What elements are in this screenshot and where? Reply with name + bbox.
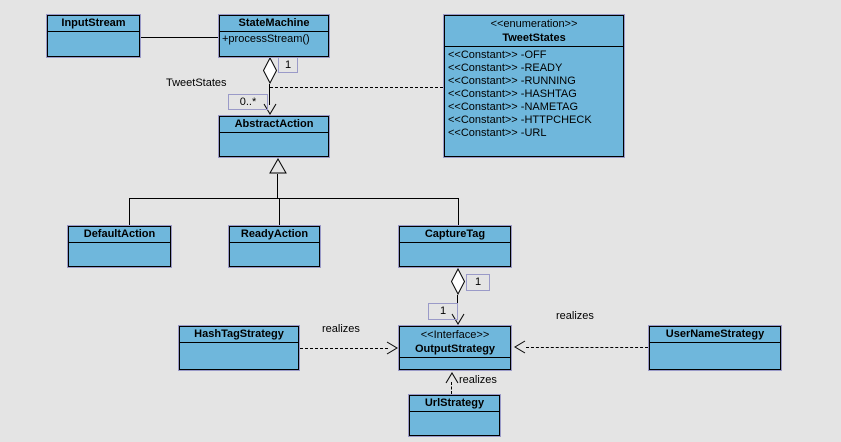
generalization-stem (277, 174, 278, 198)
generalization-branch-capturetag (458, 198, 459, 225)
class-name: OutputStrategy (414, 343, 496, 355)
enum-constant: <<Constant>> -OFF (448, 49, 547, 61)
class-name: UrlStrategy (410, 396, 499, 412)
association-role-label: TweetStates (166, 77, 227, 89)
attributes-compartment (410, 412, 499, 435)
class-name: TweetStates (502, 32, 566, 44)
aggregation-line-statemachine-abstractaction (269, 84, 270, 105)
open-arrowhead-up-icon (445, 372, 459, 384)
open-arrowhead-left-icon (514, 340, 526, 354)
attributes-compartment (69, 243, 170, 266)
enum-constant: <<Constant>> -HTTPCHECK (448, 114, 592, 126)
class-name: StateMachine (220, 16, 328, 32)
enum-constant: <<Constant>> -URL (448, 127, 547, 139)
class-name: DefaultAction (69, 227, 170, 243)
realizes-label: realizes (556, 310, 594, 322)
attributes-compartment (180, 343, 298, 369)
class-header: <<Interface>> OutputStrategy (400, 327, 510, 358)
attributes-compartment (220, 133, 328, 156)
class-name: UserNameStrategy (650, 327, 780, 343)
class-name: HashTagStrategy (180, 327, 298, 343)
multiplicity-label: 1 (278, 57, 298, 73)
attributes-compartment (48, 32, 139, 56)
realization-hashtag-outputstrategy (300, 348, 388, 349)
class-capturetag[interactable]: CaptureTag (398, 225, 512, 268)
class-inputstream[interactable]: InputStream (46, 14, 141, 58)
class-tweetstates-enumeration[interactable]: <<enumeration>> TweetStates <<Constant>>… (443, 14, 625, 158)
aggregation-diamond-statemachine (262, 57, 278, 84)
class-abstractaction[interactable]: AbstractAction (218, 115, 330, 158)
class-hashtagstrategy[interactable]: HashTagStrategy (178, 325, 300, 371)
multiplicity-label: 1 (428, 303, 458, 320)
enum-constant: <<Constant>> -READY (448, 62, 563, 74)
class-usernamestrategy[interactable]: UserNameStrategy (648, 325, 782, 371)
class-name: InputStream (48, 16, 139, 32)
enum-constant: <<Constant>> -NAMETAG (448, 101, 579, 113)
operation: +processStream() (222, 33, 310, 45)
open-arrowhead-down-icon (263, 103, 277, 115)
class-name: AbstractAction (220, 117, 328, 133)
realization-url-outputstrategy (451, 382, 452, 394)
stereotype-label: <<enumeration>> (490, 18, 578, 30)
class-defaultaction[interactable]: DefaultAction (67, 225, 172, 268)
attributes-compartment (650, 343, 780, 369)
open-arrowhead-right-icon (386, 341, 398, 355)
class-name: ReadyAction (230, 227, 319, 243)
enum-constant: <<Constant>> -RUNNING (448, 75, 576, 87)
realization-username-outputstrategy (526, 347, 648, 348)
generalization-bus (129, 198, 459, 199)
realizes-label: realizes (459, 374, 497, 386)
class-name: CaptureTag (400, 227, 510, 243)
association-inputstream-statemachine (140, 37, 218, 38)
attributes-compartment (400, 243, 510, 266)
class-header: <<enumeration>> TweetStates (445, 16, 623, 47)
dependency-statemachine-tweetstates (270, 87, 443, 88)
class-readyaction[interactable]: ReadyAction (228, 225, 321, 268)
multiplicity-label: 1 (466, 274, 490, 291)
aggregation-diamond-capturetag (450, 268, 466, 295)
realizes-label: realizes (322, 323, 360, 335)
attributes-compartment (400, 358, 510, 369)
stereotype-label: <<Interface>> (420, 329, 490, 341)
multiplicity-label: 0..* (228, 94, 268, 110)
open-arrowhead-down-icon (451, 313, 465, 325)
interface-outputstrategy[interactable]: <<Interface>> OutputStrategy (398, 325, 512, 371)
generalization-branch-readyaction (279, 198, 280, 225)
class-statemachine[interactable]: StateMachine +processStream() (218, 14, 330, 58)
class-urlstrategy[interactable]: UrlStrategy (408, 394, 501, 437)
attributes-compartment (230, 243, 319, 266)
enum-constant: <<Constant>> -HASHTAG (448, 88, 577, 100)
generalization-branch-defaultaction (129, 198, 130, 225)
generalization-triangle-icon (269, 158, 287, 174)
